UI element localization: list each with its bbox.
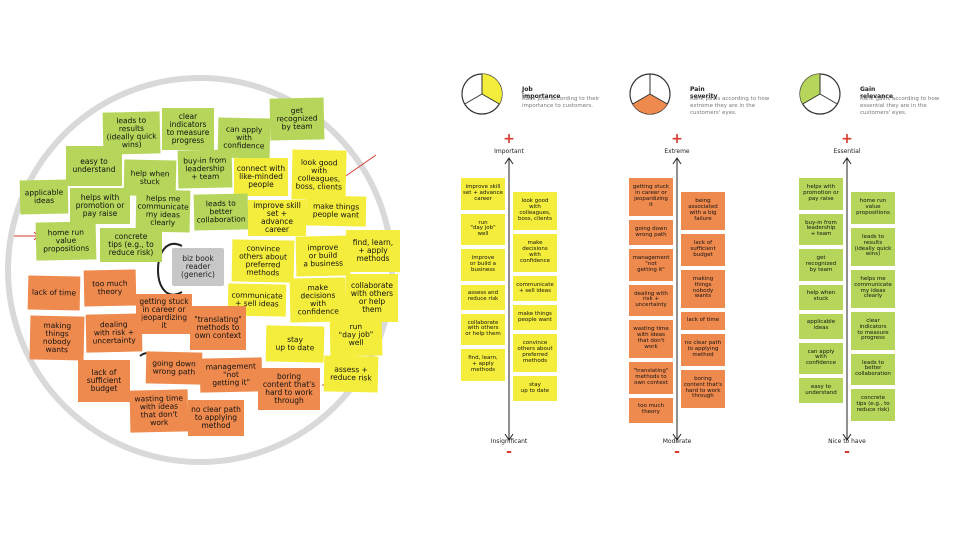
sticky-note: leads to better collaboration	[194, 193, 249, 230]
sticky-note: stay up to date	[266, 325, 325, 362]
sticky-note: assess + reduce risk	[324, 355, 379, 392]
ranked-note: applicable ideas	[799, 314, 843, 339]
plus-sign: +	[499, 131, 519, 147]
sticky-note: concrete tips (e.g., to reduce risk)	[100, 228, 162, 262]
minus-sign: -	[667, 444, 687, 460]
ranked-note: collaborate with others or help them	[461, 314, 505, 346]
sticky-note: lack of time	[28, 275, 81, 310]
ranked-note: improve skill set + advance career	[461, 178, 505, 210]
ranked-note: look good with colleagues, boss, clients	[513, 192, 557, 230]
ranked-note: communicate + sell ideas	[513, 276, 557, 301]
sticky-note: convince others about preferred methods	[232, 239, 295, 282]
ranked-note: wasting time with ideas that don't work	[629, 320, 673, 358]
sticky-note: "translating" methods to own context	[190, 306, 246, 350]
sticky-note: get recognized by team	[270, 97, 325, 140]
sticky-note: boring content that's hard to work throu…	[258, 368, 320, 410]
ranked-note: being associated with a big failure	[681, 192, 725, 230]
ranked-note: run "day job" well	[461, 214, 505, 246]
customer-label: biz book reader (generic)	[172, 248, 224, 286]
sticky-note: make things people want	[306, 195, 367, 226]
sticky-note: easy to understand	[66, 146, 122, 186]
ranked-note: easy to understand	[799, 378, 843, 403]
sticky-note: improve or build a business	[296, 235, 351, 276]
ranked-note: leads to results (ideally quick wins)	[851, 228, 895, 266]
ranked-note: helps me communicate my ideas clearly	[851, 270, 895, 308]
ranked-note: make things people want	[513, 305, 557, 330]
plus-sign: +	[667, 131, 687, 147]
ranked-note: getting stuck in career or jeopardizing …	[629, 178, 673, 216]
ranked-note: management "not getting it"	[629, 249, 673, 281]
sticky-note: find, learn, + apply methods	[346, 230, 400, 272]
ranked-note: clear indicators to measure progress	[851, 312, 895, 350]
column-subtitle: Rank pains according to how extreme they…	[690, 96, 770, 117]
axis-top-label: Important	[474, 148, 544, 155]
ranked-note: find, learn, + apply methods	[461, 349, 505, 381]
ranked-note: leads to better collaboration	[851, 354, 895, 386]
sticky-note: improve skill set + advance career	[248, 200, 306, 236]
ranked-note: making things nobody wants	[681, 270, 725, 308]
axis-top-label: Extreme	[642, 148, 712, 155]
ranked-note: concrete tips (e.g., to reduce risk)	[851, 389, 895, 421]
ranked-note: get recognized by team	[799, 249, 843, 281]
sticky-note: look good with colleagues, boss, clients	[291, 149, 346, 200]
ranked-note: too much theory	[629, 398, 673, 423]
sticky-note: helps me communicate my ideas clearly	[136, 189, 191, 232]
column-subtitle: Rank jobs according to their importance …	[522, 96, 602, 110]
sticky-note: clear indicators to measure progress	[162, 108, 214, 150]
sticky-note: going down wrong path	[146, 351, 203, 384]
sticky-note: no clear path to applying method	[188, 400, 244, 436]
ranked-note: "translating" methods to own context	[629, 362, 673, 394]
sticky-note: run "day job" well	[330, 313, 383, 356]
ranked-note: home run value propositions	[851, 192, 895, 224]
ranked-note: make decisions with confidence	[513, 234, 557, 272]
ranked-note: going down wrong path	[629, 220, 673, 245]
sticky-note: management "not getting it"	[200, 357, 263, 392]
ranked-note: boring content that's hard to work throu…	[681, 370, 725, 408]
ranked-note: helps with promotion or pay raise	[799, 178, 843, 210]
ranked-note: assess and reduce risk	[461, 285, 505, 310]
ranked-note: stay up to date	[513, 376, 557, 401]
segment-pie-icon	[798, 72, 842, 116]
ranked-note: improve or build a business	[461, 249, 505, 281]
ranked-note: convince others about preferred methods	[513, 334, 557, 372]
ranked-note: help when stuck	[799, 285, 843, 310]
sticky-note: helps with promotion or pay raise	[70, 188, 130, 224]
sticky-note: home run value propositions	[36, 221, 97, 260]
minus-sign: -	[837, 444, 857, 460]
minus-sign: -	[499, 444, 519, 460]
sticky-note: too much theory	[84, 269, 137, 306]
ranked-note: can apply with confidence	[799, 343, 843, 375]
column-subtitle: Rank gains according to how essential th…	[860, 96, 940, 117]
ranked-note: lack of sufficient budget	[681, 234, 725, 266]
sticky-note: dealing with risk + uncertainty	[86, 313, 143, 352]
sticky-note: buy-in from leadership + team	[178, 149, 233, 188]
sticky-note: wasting time with ideas that don't work	[130, 389, 189, 432]
sticky-note: applicable ideas	[20, 180, 69, 215]
ranked-note: buy-in from leadership + team	[799, 214, 843, 246]
sticky-note: connect with like-minded people	[234, 158, 288, 196]
ranked-note: no clear path to applying method	[681, 334, 725, 366]
sticky-note: lack of sufficient budget	[78, 360, 130, 402]
sticky-note: making things nobody wants	[30, 315, 85, 360]
sticky-note: getting stuck in career or jeopardizing …	[136, 294, 192, 334]
ranked-note: dealing with risk + uncertainty	[629, 285, 673, 317]
ranked-note: lack of time	[681, 312, 725, 331]
segment-pie-icon	[628, 72, 672, 116]
axis-top-label: Essential	[812, 148, 882, 155]
plus-sign: +	[837, 131, 857, 147]
segment-pie-icon	[460, 72, 504, 116]
